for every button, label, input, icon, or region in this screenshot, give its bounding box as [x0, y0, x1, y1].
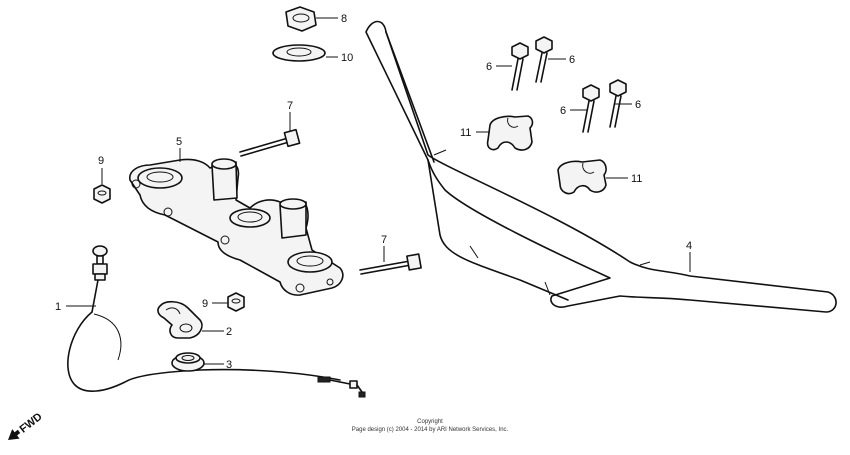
- grommet-part-3[interactable]: [171, 352, 205, 372]
- copyright-line-2: Page design (c) 2004 - 2014 by ARI Netwo…: [351, 427, 509, 433]
- lower-holder-part-5[interactable]: [129, 158, 344, 296]
- callout-11-a: 11: [460, 127, 471, 139]
- callout-4: 4: [686, 240, 692, 252]
- upper-holder-part-11-b[interactable]: [557, 159, 607, 195]
- nut-part-9-lower[interactable]: [227, 292, 245, 312]
- handlebar-part-4[interactable]: [365, 20, 837, 313]
- forward-arrow-icon: [8, 429, 21, 440]
- callout-8: 8: [341, 13, 347, 25]
- callout-7-b: 7: [381, 234, 387, 246]
- bolt-part-6-d[interactable]: [609, 79, 627, 128]
- callout-7-a: 7: [287, 100, 293, 112]
- forward-direction-indicator: FWD: [8, 411, 45, 440]
- bolt-part-6-b[interactable]: [535, 36, 553, 83]
- callout-6-a: 6: [486, 61, 492, 73]
- callout-5: 5: [176, 136, 182, 148]
- callout-9-a: 9: [98, 155, 104, 167]
- nut-part-8[interactable]: [285, 6, 317, 32]
- leader-lines: [66, 17, 691, 365]
- bolt-part-6-c[interactable]: [582, 84, 600, 133]
- callout-6-b: 6: [569, 54, 575, 66]
- upper-holder-part-11-a[interactable]: [486, 115, 534, 151]
- callout-9-b: 9: [202, 298, 208, 310]
- forward-label: FWD: [18, 411, 45, 436]
- nut-part-9-upper[interactable]: [93, 184, 111, 204]
- callout-6-c: 6: [560, 105, 566, 117]
- cable-holder-part-2[interactable]: [157, 300, 203, 339]
- copyright-notice: Copyright Page design (c) 2004 - 2014 by…: [290, 418, 570, 434]
- callout-2: 2: [226, 326, 232, 338]
- bolt-part-7-lower[interactable]: [359, 253, 422, 275]
- callout-3: 3: [226, 359, 232, 371]
- callout-labels: 1 2 3 4 5 6 6 6 6 7 7 8 9 9 10 11 11: [55, 13, 692, 371]
- copyright-line-1: Copyright: [417, 419, 443, 425]
- callout-11-b: 11: [631, 173, 642, 185]
- washer-part-10[interactable]: [272, 44, 326, 62]
- callout-1: 1: [55, 301, 61, 313]
- bolt-part-6-a[interactable]: [511, 42, 529, 91]
- callout-6-d: 6: [635, 99, 641, 111]
- callout-10: 10: [341, 52, 353, 64]
- bolt-part-7-upper[interactable]: [239, 128, 301, 157]
- choke-cable-part-1[interactable]: [67, 245, 366, 398]
